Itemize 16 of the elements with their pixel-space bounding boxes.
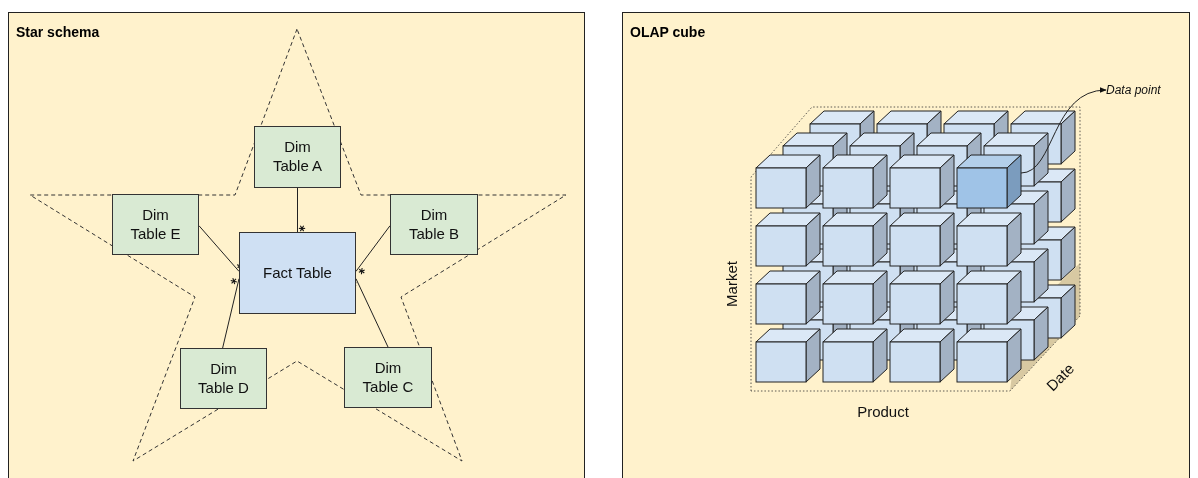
- panel-title: OLAP cube: [630, 24, 706, 40]
- dimension-table-box: Dim Table D: [180, 348, 267, 409]
- connector-line: [297, 187, 306, 233]
- callout-text: Data point: [1106, 80, 1190, 100]
- axis-label: Market: [722, 261, 740, 307]
- panel-title: Star schema: [16, 24, 100, 40]
- fact-table-box: Fact Table: [239, 232, 356, 314]
- highlighted-cube: [956, 154, 1022, 209]
- axis-label: Product: [857, 402, 909, 420]
- dimension-table-box: Dim Table A: [254, 126, 341, 188]
- dimension-table-box: Dim Table C: [344, 347, 432, 408]
- connector-line: [222, 277, 240, 349]
- dimension-table-box: Dim Table E: [112, 194, 199, 255]
- dimension-table-box: Dim Table B: [390, 194, 478, 255]
- panel: [622, 12, 1190, 478]
- connector-line: [355, 225, 391, 275]
